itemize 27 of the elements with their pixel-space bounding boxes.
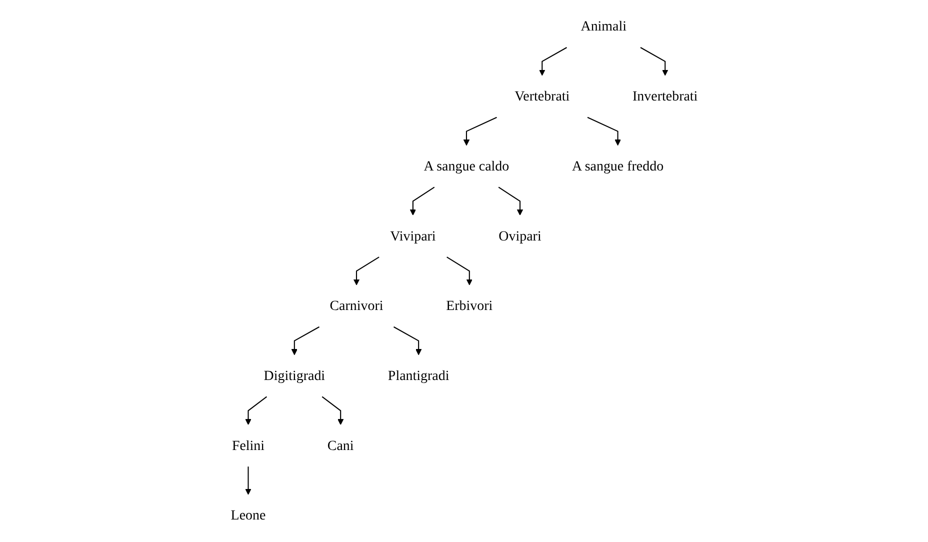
node-text: A sangue freddo [572, 158, 664, 174]
node-text: Animali [580, 18, 626, 34]
node-text: Carnivori [329, 298, 384, 314]
node-text: Erbivori [446, 298, 492, 314]
arrow [393, 326, 422, 356]
arrow [538, 47, 567, 76]
node-text: Vivipari [390, 228, 436, 244]
arrow [291, 326, 320, 356]
arrow [463, 116, 497, 146]
node-text: Invertebrati [632, 88, 698, 104]
node-text: Leone [230, 508, 266, 524]
arrow [322, 396, 344, 425]
node-text: Plantigradi [388, 368, 449, 384]
node-text: Cani [327, 438, 354, 454]
node-text: A sangue caldo [424, 158, 509, 174]
node-text: Ovipari [498, 228, 542, 244]
arrow [640, 47, 668, 76]
node-text: Digitigradi [264, 368, 325, 384]
arrow [244, 466, 252, 495]
arrow [410, 186, 434, 216]
node-text: Felini [232, 438, 264, 454]
arrow [244, 396, 267, 425]
arrow [587, 116, 621, 146]
arrow [446, 256, 472, 286]
arrow [498, 186, 523, 216]
arrow [353, 256, 380, 286]
node-text: Vertebrati [514, 88, 570, 104]
